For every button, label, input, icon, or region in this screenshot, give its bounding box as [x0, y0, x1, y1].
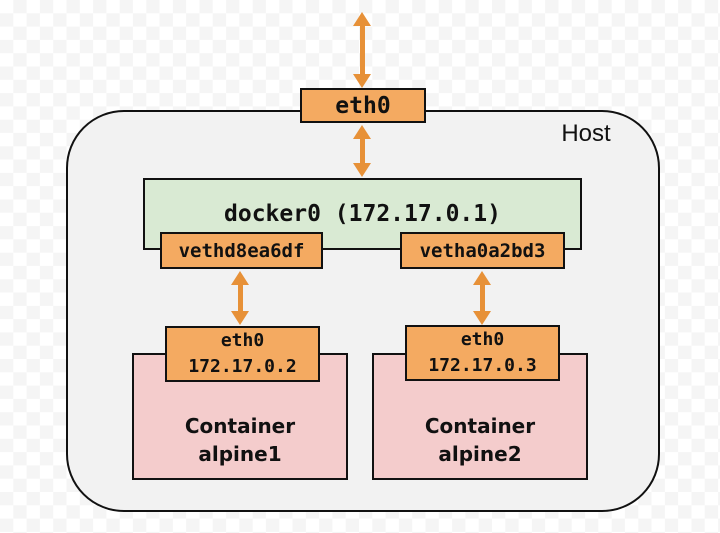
eth0-to-docker0-arrow-icon — [353, 125, 371, 177]
veth-interface-2-box: vetha0a2bd3 — [400, 232, 565, 269]
arrow-head-up — [353, 12, 371, 26]
arrow-head-down — [473, 311, 491, 325]
host-label: Host — [561, 120, 611, 147]
container-alpine2-eth0-label: eth0 — [460, 329, 505, 350]
container-alpine2-ip: 172.17.0.3 — [428, 355, 537, 376]
arrow-shaft — [237, 285, 243, 311]
container-alpine1-title-line1: Container — [184, 413, 296, 438]
container-alpine1-title-line2: alpine1 — [198, 441, 282, 466]
arrow-head-up — [473, 271, 491, 285]
arrow-shaft — [359, 139, 365, 163]
veth1-to-alpine1-arrow-icon — [231, 271, 249, 325]
container-alpine1-ip: 172.17.0.2 — [188, 356, 297, 377]
host-eth0-label: eth0 — [335, 92, 391, 119]
arrow-head-down — [353, 163, 371, 177]
arrow-head-up — [353, 125, 371, 139]
arrow-shaft — [479, 285, 485, 311]
container-alpine1-eth0-box: eth0 172.17.0.2 — [165, 326, 320, 382]
arrow-shaft — [359, 26, 365, 74]
container-alpine1-eth0-label: eth0 — [220, 330, 265, 351]
host-eth0-box: eth0 — [300, 88, 426, 123]
container-alpine2-eth0-box: eth0 172.17.0.3 — [405, 325, 560, 381]
arrow-head-down — [353, 74, 371, 88]
docker0-bridge-label: docker0 (172.17.0.1) — [224, 201, 501, 227]
container-alpine2-title-line2: alpine2 — [438, 441, 522, 466]
arrow-head-up — [231, 271, 249, 285]
container-alpine2-title-line1: Container — [424, 413, 536, 438]
external-network-arrow-icon — [353, 12, 371, 88]
veth-interface-1-box: vethd8ea6df — [160, 232, 323, 269]
veth-interface-2-label: vetha0a2bd3 — [419, 239, 546, 262]
veth2-to-alpine2-arrow-icon — [473, 271, 491, 325]
arrow-head-down — [231, 311, 249, 325]
veth-interface-1-label: vethd8ea6df — [178, 239, 305, 262]
